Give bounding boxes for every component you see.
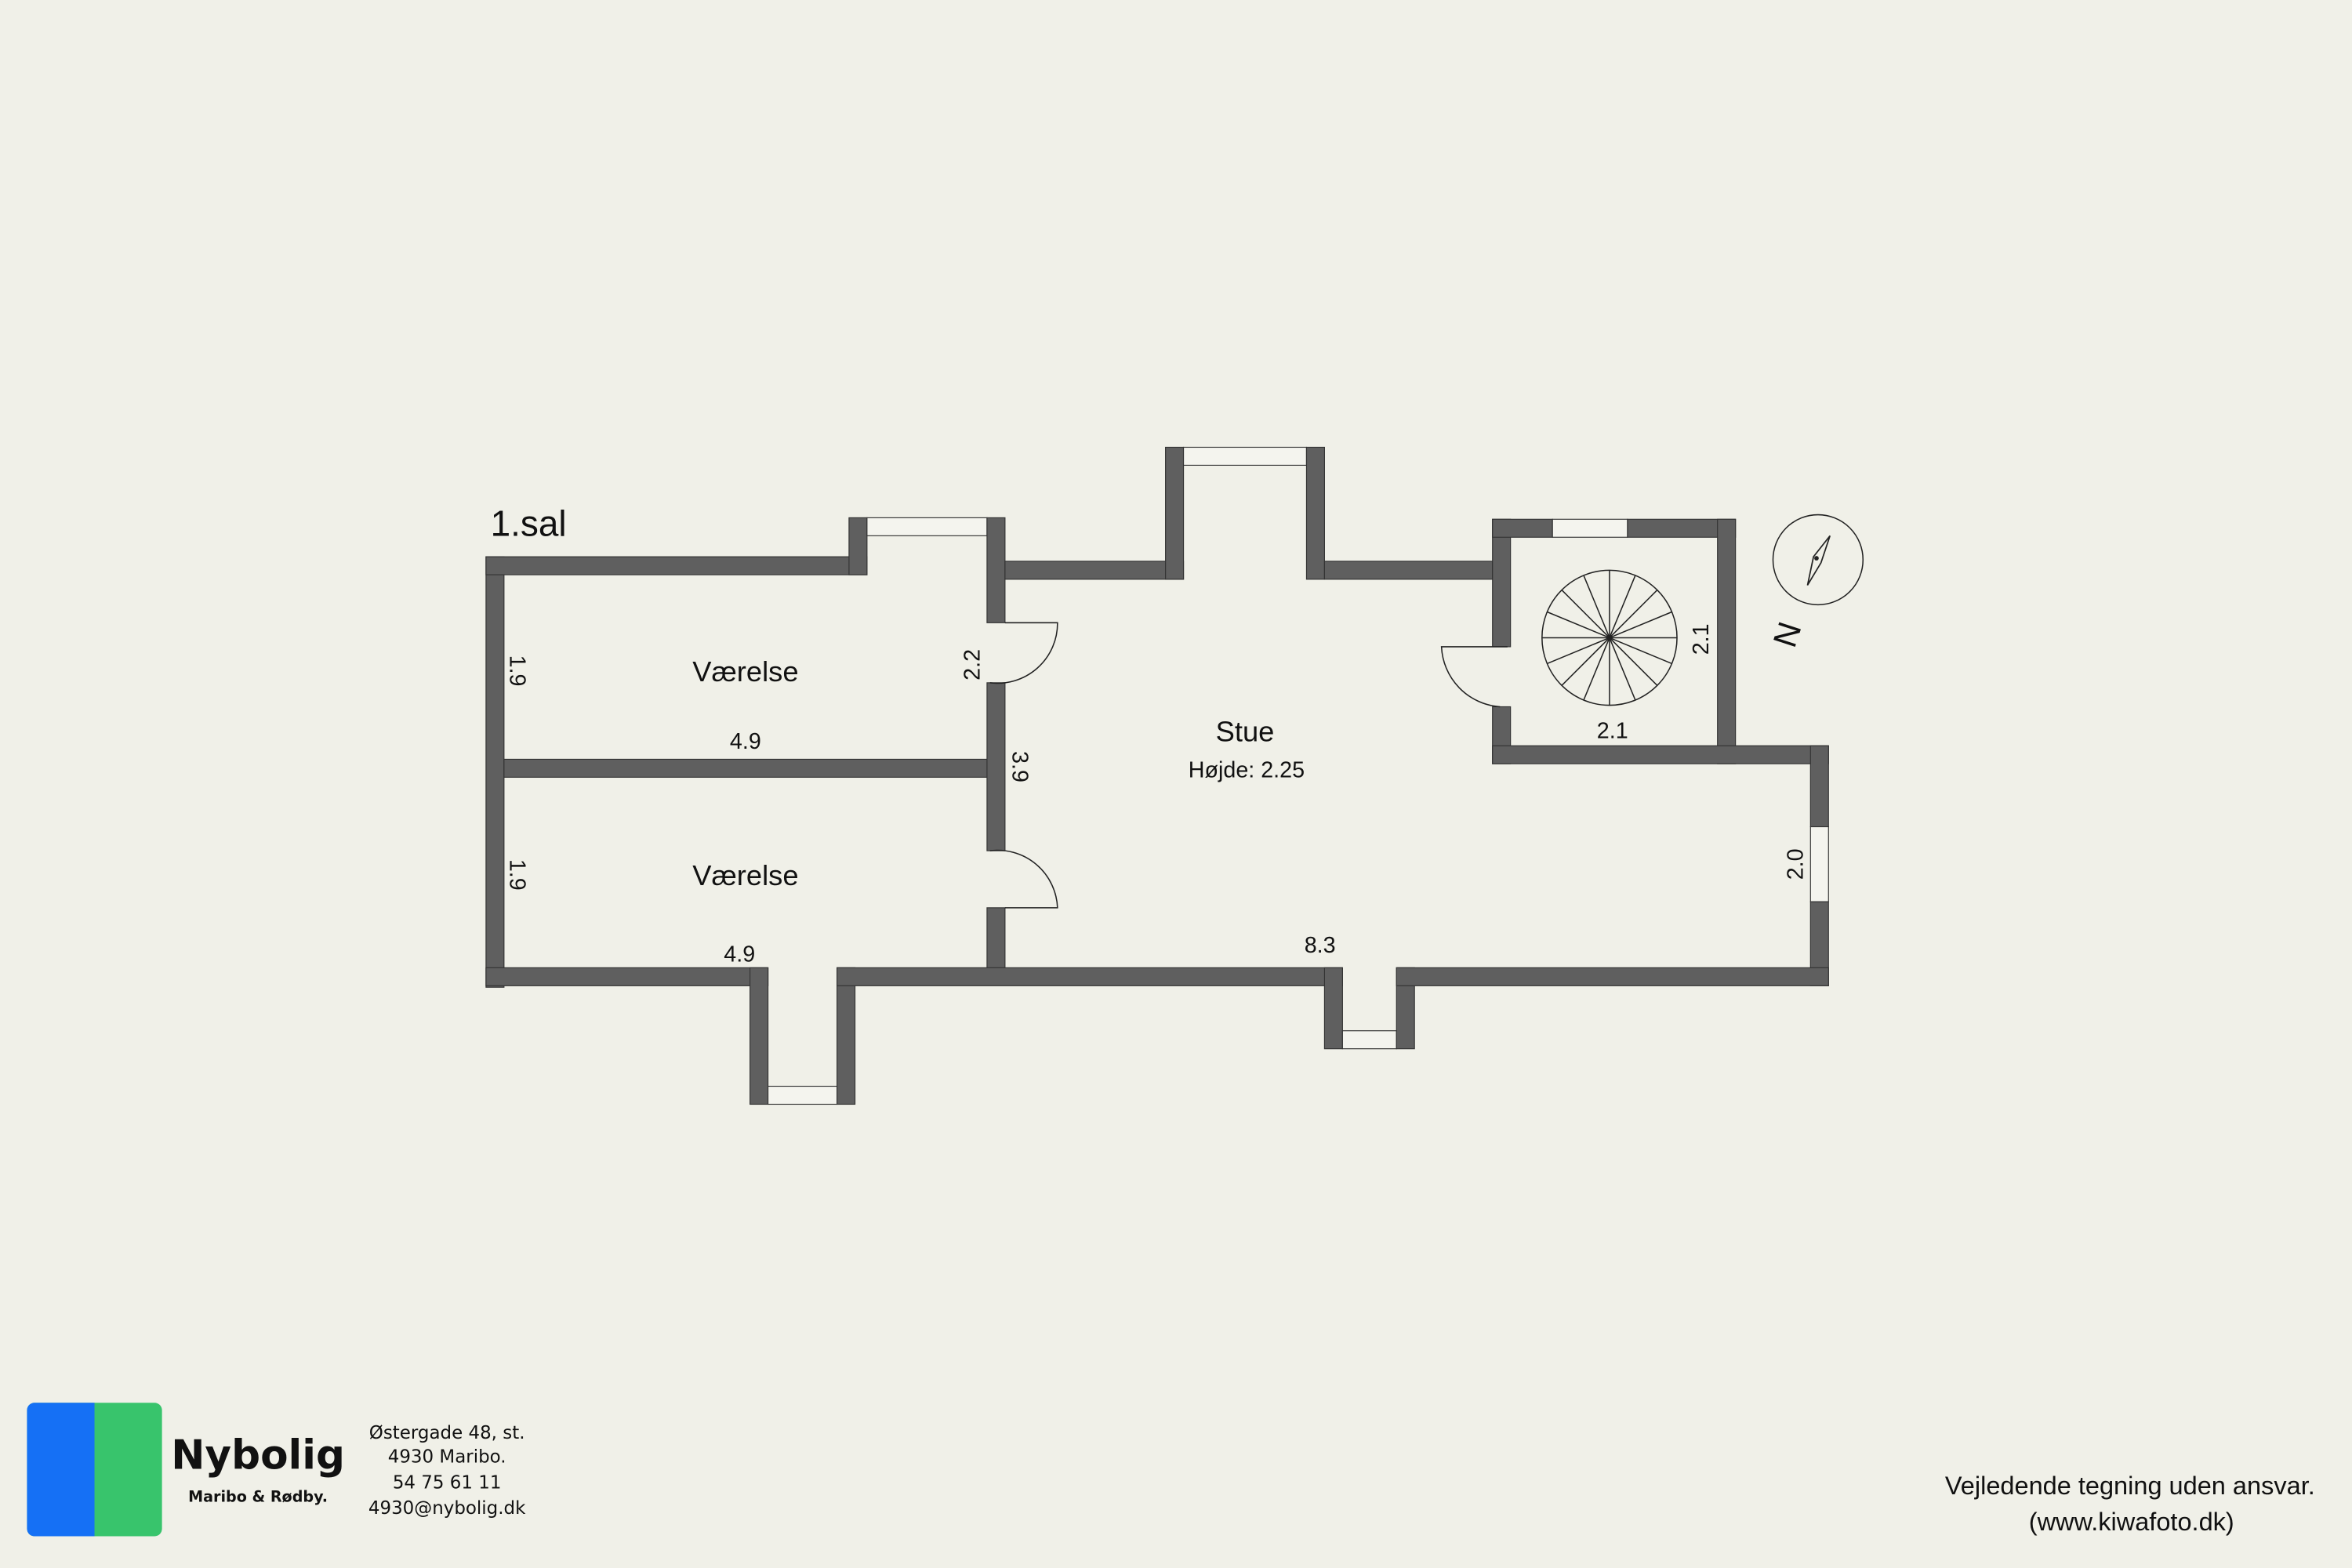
room-name: Værelse	[692, 859, 798, 891]
door	[989, 849, 1058, 909]
phone: 54 75 61 11	[393, 1472, 502, 1493]
dimension-label: 2.1	[1597, 719, 1628, 744]
address-line: 4930 Maribo.	[388, 1447, 506, 1468]
compass-icon: N	[1766, 514, 1864, 652]
spiral-stair	[1541, 569, 1678, 706]
room-height: Højde: 2.25	[1189, 757, 1305, 782]
room-name: Stue	[1216, 715, 1275, 747]
dimension-label: 2.0	[1784, 848, 1809, 880]
office-address: Østergade 48, st. 4930 Maribo. 54 75 61 …	[368, 1423, 526, 1519]
dimension-label: 3.9	[1007, 751, 1032, 782]
window	[1182, 446, 1308, 466]
window	[1552, 518, 1628, 538]
stair-tread	[1547, 637, 1610, 665]
brand-name: Nybolig	[171, 1432, 345, 1479]
north-label: N	[1766, 618, 1809, 652]
stair-tread	[1609, 637, 1658, 686]
stair-tread	[1583, 637, 1610, 701]
stair-tread	[1609, 590, 1658, 638]
floor-label: 1.sal	[491, 503, 567, 543]
email: 4930@nybolig.dk	[368, 1498, 526, 1519]
brand-subtitle: Maribo & Rødby.	[188, 1487, 328, 1505]
dimension-label: 2.2	[960, 649, 985, 681]
window	[1341, 1030, 1397, 1050]
dimension-label: 1.9	[505, 655, 530, 687]
doors	[989, 622, 1508, 909]
dimension-label: 8.3	[1305, 933, 1336, 958]
door	[1440, 646, 1508, 708]
nybolig-logo: Nybolig Maribo & Rødby.	[27, 1403, 345, 1537]
disclaimer: Vejledende tegning uden ansvar.	[1945, 1472, 2315, 1500]
window	[768, 1085, 838, 1105]
window	[1809, 826, 1829, 902]
stair-tread	[1561, 590, 1610, 638]
stair-tread	[1583, 575, 1610, 638]
dimension-label: 2.1	[1689, 623, 1714, 655]
address-line: Østergade 48, st.	[369, 1423, 525, 1443]
dimension-label: 4.9	[730, 729, 761, 754]
stair-tread	[1609, 637, 1636, 701]
stair-tread	[1609, 637, 1672, 665]
stair-tread	[1547, 611, 1610, 639]
stair-tread	[1609, 611, 1672, 639]
walls	[485, 446, 1829, 1105]
window	[866, 517, 988, 536]
dimension-label: 1.9	[505, 859, 530, 891]
dimension-label: 4.9	[724, 942, 755, 967]
credit: (www.kiwafoto.dk)	[2029, 1508, 2234, 1536]
room-name: Værelse	[692, 655, 798, 688]
stair-tread	[1609, 575, 1636, 638]
door	[989, 622, 1058, 684]
stair-tread	[1561, 637, 1610, 686]
